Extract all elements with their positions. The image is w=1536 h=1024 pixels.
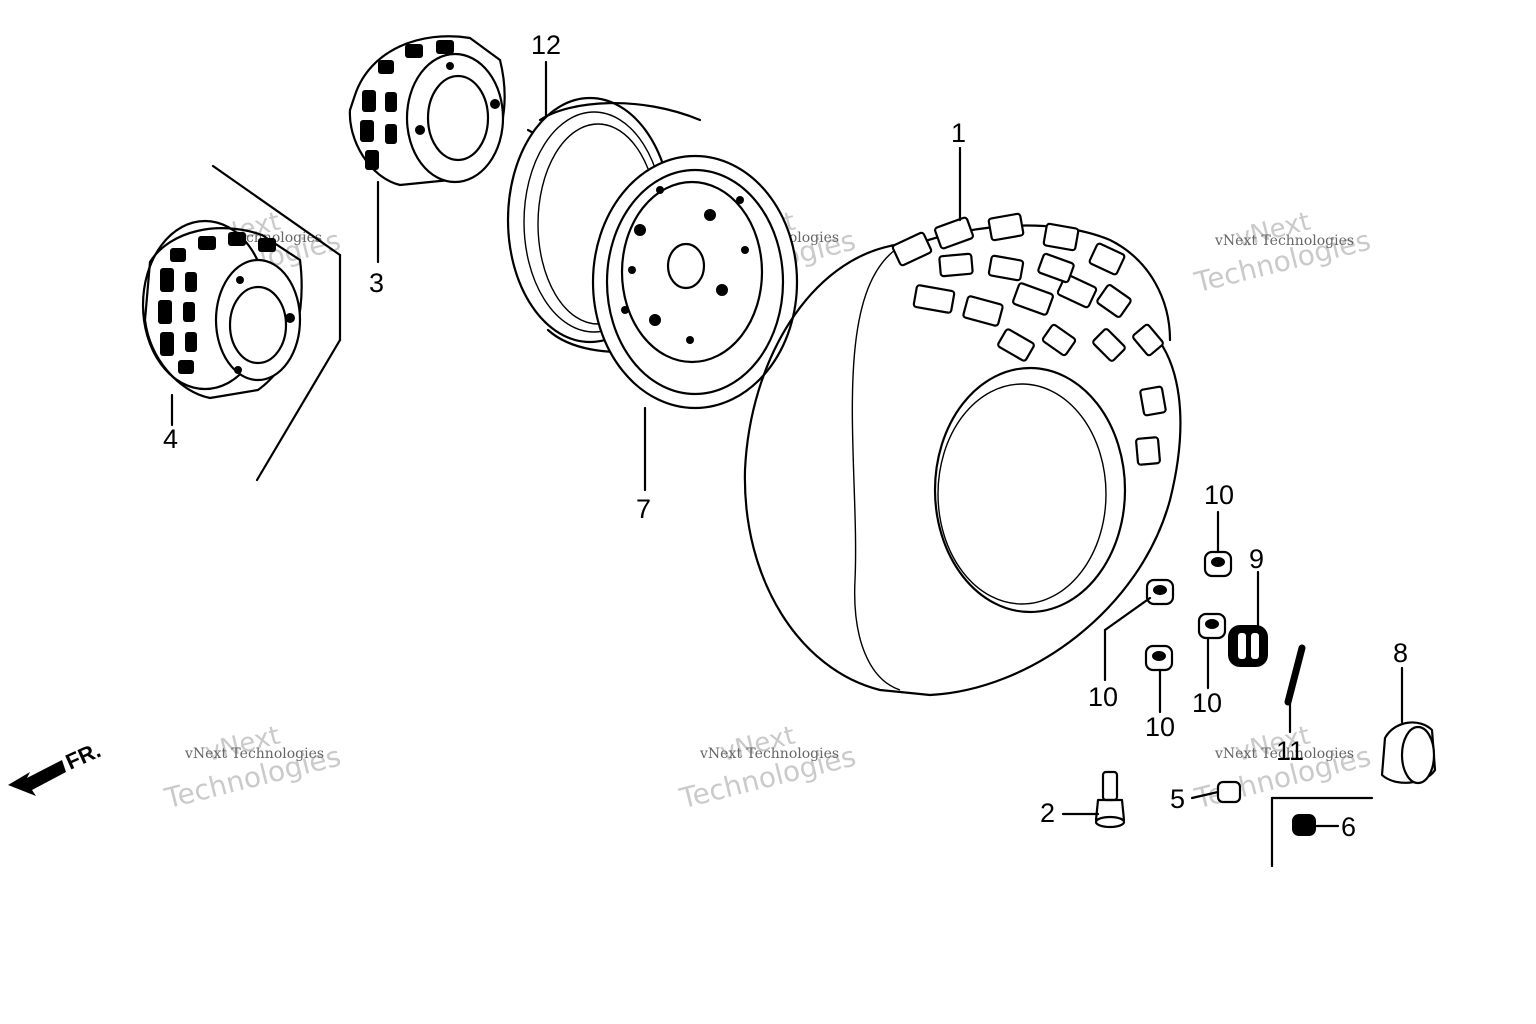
- part-10-nut: [1203, 550, 1233, 578]
- part-10-nut: [1144, 644, 1174, 672]
- watermark-caption: vNext Technologies: [1214, 746, 1354, 762]
- callout-12: 12: [531, 30, 561, 60]
- part-6-valve-core: [1292, 814, 1316, 836]
- watermark-caption: vNext Technologies: [699, 746, 839, 762]
- callout-6: 6: [1341, 812, 1356, 842]
- part-10-nut: [1197, 612, 1227, 640]
- front-label: FR.: [62, 737, 105, 774]
- part-7-wheel-rim: [506, 96, 799, 410]
- tire-tread-blocks: [891, 212, 1167, 466]
- group-bracket-bottom: [255, 338, 342, 482]
- callout-8: 8: [1393, 638, 1408, 668]
- callout-4: 4: [163, 424, 178, 454]
- callout-9: 9: [1249, 544, 1264, 574]
- part-11-pin: [1284, 644, 1306, 706]
- callout-10a: 10: [1088, 682, 1118, 712]
- callout-5: 5: [1170, 784, 1185, 814]
- part-2-valve-stem: [1094, 770, 1126, 829]
- hub-fins: [360, 40, 454, 170]
- leader-5: [1190, 790, 1220, 800]
- watermark-caption: vNext Technologies: [1214, 233, 1354, 249]
- callout-3: 3: [369, 268, 384, 298]
- callout-7: 7: [636, 494, 651, 524]
- watermark-caption: vNext Technologies: [184, 746, 324, 762]
- callout-10c: 10: [1192, 688, 1222, 718]
- group-bracket-top: [211, 164, 342, 257]
- part-1-tire: [743, 212, 1182, 697]
- part-10-nut: [1145, 578, 1175, 606]
- leader-10a: [1103, 596, 1152, 632]
- callout-11: 11: [1276, 736, 1304, 766]
- part-4-wheel-hub: [141, 219, 303, 400]
- part-8-sleeve: [1380, 721, 1437, 785]
- part-9-cap: [1228, 625, 1268, 667]
- arrow-left-icon: [8, 760, 66, 796]
- callout-10d: 10: [1145, 712, 1175, 742]
- front-direction-indicator: FR.: [8, 737, 104, 796]
- part-3-wheel-hub: [348, 35, 506, 187]
- callout-10b: 10: [1204, 480, 1234, 510]
- hub-fins: [158, 232, 276, 374]
- callout-1: 1: [951, 118, 966, 148]
- callout-2: 2: [1040, 798, 1055, 828]
- part-5-small-nut: [1216, 780, 1242, 804]
